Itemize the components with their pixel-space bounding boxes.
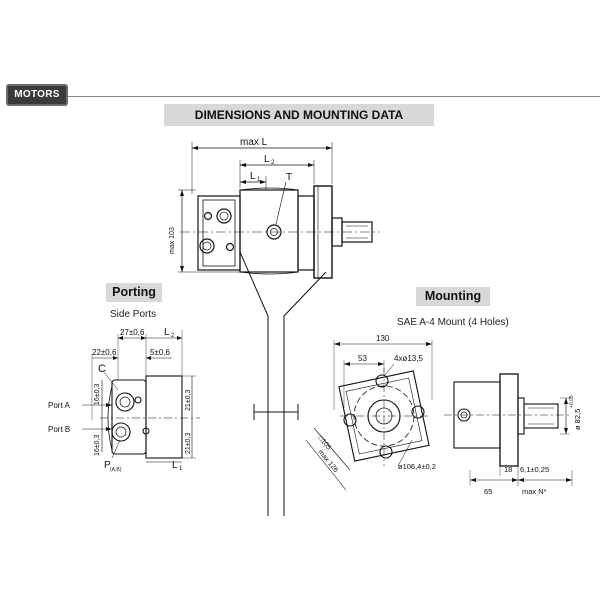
dim-53: 53 [358, 354, 367, 363]
mounting-title-box: Mounting [416, 287, 490, 306]
dim-l2-sub: 2 [271, 160, 275, 166]
porting-arrows [106, 336, 182, 431]
dim-21-top: 21±0,3 [185, 390, 192, 411]
dim-p-l1: L [172, 460, 178, 471]
page-title: DIMENSIONS AND MOUNTING DATA [194, 108, 404, 122]
dim-105: □105 [316, 435, 332, 452]
dim-18: 18 [504, 465, 512, 474]
porting-subtitle: Side Ports [110, 309, 157, 320]
porting-title: Porting [112, 285, 156, 299]
dim-6: 6,1±0,25 [520, 465, 549, 474]
dim-82: ø 82,5 [573, 409, 582, 430]
dim-82-tol: +0,05 [569, 395, 575, 408]
label-port-a: Port A [48, 401, 70, 410]
dim-max-l: max L [240, 137, 268, 148]
dim-l1-sub: 1 [257, 177, 261, 183]
dim-max-126: max 126 [316, 449, 339, 474]
drawing-labels: max L L 2 L 1 T max 103 27±0,6 L 2 22±0,… [48, 137, 582, 496]
label-port-b: Port B [48, 425, 70, 434]
dim-max-n: max N* [522, 487, 547, 496]
dim-l1: L [250, 171, 256, 182]
section-tab-label: MOTORS [14, 89, 60, 100]
side-arrows [470, 398, 572, 482]
section-tab: MOTORS [6, 84, 68, 106]
dim-16-bot: 16±0,3 [94, 435, 101, 456]
dim-p-l2-sub: 2 [171, 333, 175, 339]
dim-16-top: 16±0,3 [94, 384, 101, 405]
dim-max-103: max 103 [169, 227, 176, 254]
dim-t: T [286, 172, 292, 183]
label-p-sub: (A,B) [110, 467, 122, 473]
dim-27: 27±0,6 [120, 328, 145, 337]
dim-21-bot: 21±0,3 [185, 433, 192, 454]
mounting-arrows [334, 342, 432, 366]
dim-130: 130 [376, 334, 390, 343]
label-p: P [104, 460, 111, 471]
top-arrows [180, 146, 332, 272]
section-leaders [239, 251, 327, 516]
dim-p-l1-sub: 1 [179, 466, 183, 472]
dim-22: 22±0,6 [92, 348, 117, 357]
page-title-banner: DIMENSIONS AND MOUNTING DATA [164, 104, 434, 126]
dim-65: 65 [484, 487, 492, 496]
porting-view [82, 330, 200, 463]
dim-holes: 4xø13,5 [394, 354, 423, 363]
dim-p-l2: L [164, 327, 170, 338]
label-c: C [98, 363, 106, 375]
mounting-front-view [305, 340, 433, 491]
porting-title-box: Porting [106, 283, 162, 302]
mounting-side-view [444, 373, 573, 486]
dim-bolt-circle: ø106,4±0,2 [398, 462, 436, 471]
mounting-subtitle: SAE A-4 Mount (4 Holes) [397, 317, 509, 328]
top-motor-view [178, 142, 380, 279]
dim-5: 5±0,6 [150, 348, 171, 357]
header-rule [68, 96, 600, 97]
mounting-title: Mounting [424, 289, 482, 303]
dim-l2: L [264, 154, 270, 165]
